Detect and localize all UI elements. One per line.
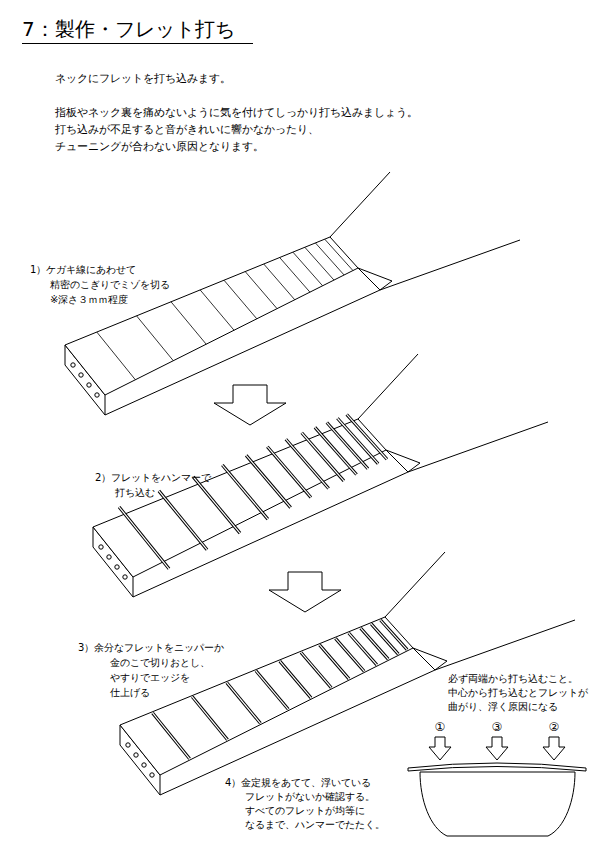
callout-number: ① bbox=[435, 720, 446, 735]
headstock-line bbox=[330, 172, 390, 237]
fret-wire bbox=[349, 633, 377, 665]
fret-wire-highlight bbox=[193, 477, 240, 533]
fret-wire-highlight bbox=[349, 633, 377, 665]
fret-wire bbox=[371, 624, 398, 654]
fret-wire bbox=[246, 455, 290, 507]
fret-wire bbox=[119, 507, 169, 569]
fret-slot bbox=[245, 272, 277, 309]
screw-hole bbox=[99, 545, 103, 549]
step-note: 4）金定規をあてて、浮いている フレットがないか確認する。 すべてのフレットが均… bbox=[225, 776, 390, 832]
fret-slot bbox=[224, 280, 257, 319]
fret-wire-highlight bbox=[119, 507, 169, 569]
guitar-neck bbox=[65, 172, 520, 415]
fingerboard bbox=[93, 419, 386, 577]
fret-slot bbox=[293, 252, 323, 286]
fret-wire-highlight bbox=[267, 447, 311, 498]
guitar-neck bbox=[93, 354, 548, 597]
fret-slot bbox=[137, 316, 174, 361]
instruction-text: 指板やネック裏を痛めないように気を付けてしっかり打ち込みましょう。 打ち込みが不… bbox=[55, 104, 445, 155]
step-note: 1）ケガキ線にあわせて 精密のこぎりでミゾを切る ※深さ３ｍｍ程度 bbox=[30, 262, 180, 307]
fret-slot bbox=[280, 258, 310, 293]
hammer-arrow bbox=[429, 737, 451, 760]
fret-wire-highlight bbox=[347, 414, 387, 459]
fret-wire-highlight bbox=[286, 439, 329, 488]
headstock-line bbox=[435, 620, 575, 670]
nut-block bbox=[386, 450, 408, 472]
step-arrow bbox=[269, 572, 341, 612]
fret-wire bbox=[361, 628, 389, 659]
fret-slot bbox=[315, 243, 344, 275]
nut-block bbox=[358, 268, 392, 290]
fret-wire bbox=[267, 447, 311, 498]
screw-hole bbox=[150, 773, 154, 777]
warning-note: 必ず両端から打ち込むこと。 中心から打ち込むとフレットが 曲がり、浮く原因になる bbox=[448, 672, 588, 714]
hammer-arrow bbox=[543, 737, 565, 760]
screw-hole bbox=[95, 393, 99, 397]
fret-wire bbox=[381, 620, 408, 650]
screw-hole bbox=[79, 373, 83, 377]
headstock-line bbox=[380, 240, 520, 290]
callout-number: ② bbox=[549, 720, 560, 735]
fret-slot bbox=[325, 239, 353, 270]
fret-slot bbox=[171, 302, 206, 344]
page-title: 7：製作・フレット打ち bbox=[22, 16, 253, 44]
hammer-arrow bbox=[486, 737, 508, 760]
fret-wire-highlight bbox=[227, 683, 261, 724]
fret-wire-highlight bbox=[302, 433, 344, 481]
nut-block bbox=[386, 450, 420, 472]
fret-slot bbox=[97, 332, 136, 380]
fret-wire bbox=[192, 697, 227, 740]
fret-wire-highlight bbox=[153, 713, 190, 759]
fret-wire-highlight bbox=[381, 620, 408, 650]
nut-block bbox=[358, 268, 380, 290]
fret-wire bbox=[301, 652, 331, 687]
headstock-line bbox=[358, 354, 418, 419]
fret-section bbox=[408, 763, 586, 771]
fret-wire-highlight bbox=[256, 671, 288, 709]
screw-hole bbox=[115, 565, 119, 569]
fret-slot bbox=[305, 247, 334, 280]
nut-block bbox=[413, 648, 435, 670]
screw-hole bbox=[107, 555, 111, 559]
fret-wire bbox=[193, 477, 240, 533]
screw-hole bbox=[134, 753, 138, 757]
fret-wire bbox=[286, 439, 329, 488]
fret-wire bbox=[159, 491, 207, 550]
fret-wire bbox=[280, 661, 311, 698]
intro-text: ネックにフレットを打ち込みます。 bbox=[55, 70, 231, 87]
screw-hole bbox=[126, 743, 130, 747]
fret-wire-highlight bbox=[159, 491, 207, 550]
fret-wire-highlight bbox=[361, 628, 389, 659]
fret-wire bbox=[227, 683, 261, 724]
screw-hole bbox=[123, 575, 127, 579]
fret-wire-highlight bbox=[280, 661, 311, 698]
fingerboard bbox=[65, 237, 358, 395]
step-note: 3）余分なフレットをニッパーか 金のこで切りおとし、 やすりでエッジを 仕上げる bbox=[78, 640, 231, 700]
fret-wire-highlight bbox=[371, 624, 398, 654]
step-arrow bbox=[214, 385, 286, 425]
fret-wire bbox=[302, 433, 344, 481]
fret-slot bbox=[200, 290, 234, 330]
fret-wire bbox=[153, 713, 190, 759]
fingerboard bbox=[120, 617, 413, 775]
step-note: 2）フレットをハンマーで 打ち込む bbox=[95, 470, 215, 500]
screw-hole bbox=[71, 363, 75, 367]
headstock-line bbox=[408, 422, 548, 472]
screw-hole bbox=[87, 383, 91, 387]
fret-wire-highlight bbox=[301, 652, 331, 687]
fret-wire bbox=[256, 671, 288, 709]
fret-wire-highlight bbox=[246, 455, 290, 507]
nut-block bbox=[413, 648, 447, 670]
headstock-line bbox=[385, 552, 445, 617]
callout-number: ③ bbox=[492, 720, 503, 735]
screw-hole bbox=[142, 763, 146, 767]
fret-wire bbox=[347, 414, 387, 459]
fret-wire-highlight bbox=[192, 697, 227, 740]
fingerboard-section bbox=[420, 772, 575, 836]
